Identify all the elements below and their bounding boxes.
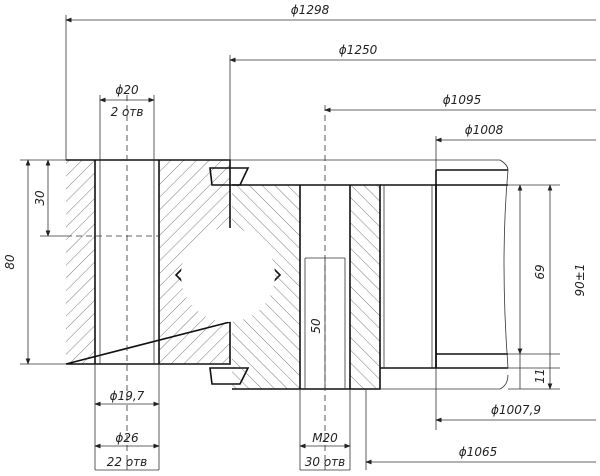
label-d1007-9: ϕ1007,9 — [491, 403, 541, 417]
label-d19-7: ϕ19,7 — [110, 389, 145, 403]
label-d1008: ϕ1008 — [465, 123, 504, 137]
gear-body — [230, 159, 509, 390]
label-d1298: ϕ1298 — [291, 3, 330, 17]
dimension-lines — [25, 17, 596, 471]
label-holes-22: 22 отв — [107, 455, 148, 469]
inner-ring — [181, 184, 381, 390]
label-d1095: ϕ1095 — [443, 93, 481, 107]
label-dim-69: 69 — [533, 264, 547, 279]
label-d1065: ϕ1065 — [459, 445, 497, 459]
label-d26: ϕ26 — [115, 431, 139, 445]
label-dim-50: 50 — [309, 318, 323, 334]
label-dim-90: 90±1 — [573, 264, 587, 297]
label-dim-80: 80 — [3, 254, 17, 270]
label-holes-30: 30 отв — [305, 455, 346, 469]
label-dim-11: 11 — [533, 368, 547, 383]
dimension-labels: ϕ1298 ϕ1250 ϕ20 2 отв ϕ1095 ϕ1008 30 80 … — [3, 3, 587, 469]
label-dim-30: 30 — [33, 190, 47, 206]
label-d20: ϕ20 — [115, 83, 139, 97]
label-d1250: ϕ1250 — [339, 43, 378, 57]
label-holes-2: 2 отв — [111, 105, 144, 119]
label-m20: M20 — [312, 431, 338, 445]
